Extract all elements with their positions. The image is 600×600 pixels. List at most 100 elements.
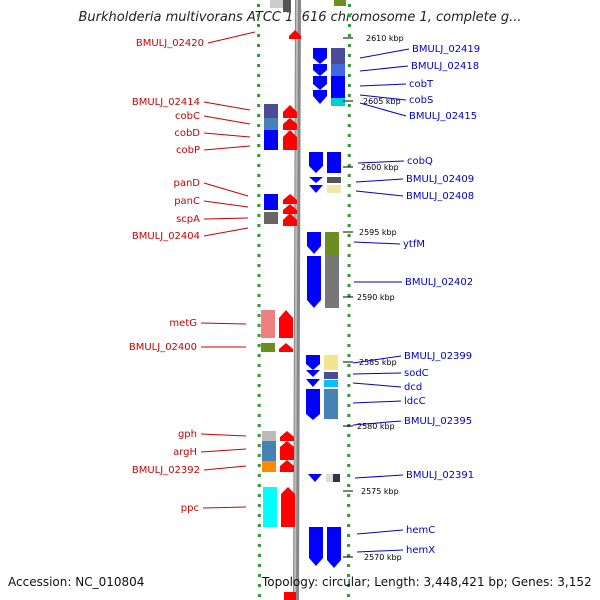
gene-label[interactable]: hemX — [406, 545, 435, 556]
feature-block[interactable] — [325, 256, 339, 308]
topology-stats-text: Topology: circular; Length: 3,448,421 bp… — [262, 575, 592, 589]
feature-block[interactable] — [264, 194, 278, 210]
gene-label[interactable]: BMULJ_02395 — [404, 416, 472, 427]
gene-arrow[interactable] — [306, 370, 320, 377]
feature-block[interactable] — [262, 461, 276, 472]
gene-label[interactable]: panC — [174, 196, 200, 207]
gene-label[interactable]: cobT — [409, 79, 434, 90]
gene-label[interactable]: panD — [173, 178, 200, 189]
gene-label[interactable]: BMULJ_02408 — [406, 191, 474, 202]
gene-label[interactable]: cobC — [175, 111, 200, 122]
feature-block[interactable] — [262, 441, 276, 461]
gene-arrow[interactable] — [313, 90, 327, 104]
gene-arrow[interactable] — [279, 310, 293, 338]
gene-arrow[interactable] — [313, 48, 327, 64]
feature-block[interactable] — [261, 310, 275, 338]
feature-block[interactable] — [325, 232, 339, 256]
feature-block[interactable] — [264, 130, 278, 150]
gene-label[interactable]: BMULJ_02414 — [132, 97, 200, 108]
feature-block[interactable] — [262, 431, 276, 441]
gene-arrow[interactable] — [306, 379, 320, 387]
gene-arrow[interactable] — [283, 118, 297, 130]
gene-arrow[interactable] — [279, 343, 293, 352]
gene-label[interactable]: BMULJ_02415 — [409, 111, 477, 122]
gene-arrow[interactable] — [308, 474, 322, 482]
gene-arrow[interactable] — [280, 441, 294, 460]
gene-label[interactable]: BMULJ_02400 — [129, 342, 197, 353]
feature-block[interactable] — [324, 355, 338, 370]
kbp-label: 2610 kbp — [366, 34, 404, 43]
gene-label[interactable]: sodC — [404, 368, 429, 379]
gene-arrow[interactable] — [307, 256, 321, 308]
gene-arrow[interactable] — [327, 527, 341, 568]
feature-block[interactable] — [264, 212, 278, 224]
gene-label[interactable]: gph — [178, 429, 197, 440]
gene-label[interactable]: cobQ — [407, 156, 433, 167]
gene-arrow[interactable] — [283, 194, 297, 204]
gene-arrow[interactable] — [309, 152, 323, 173]
gene-label[interactable]: argH — [173, 447, 197, 458]
gene-label[interactable]: BMULJ_02399 — [404, 351, 472, 362]
feature-block[interactable] — [327, 177, 341, 183]
feature-block[interactable] — [263, 487, 277, 527]
gene-label[interactable]: ppc — [181, 503, 199, 514]
accession-text: Accession: NC_010804 — [8, 575, 145, 589]
gene-arrow[interactable] — [307, 232, 321, 254]
gene-arrow[interactable] — [281, 487, 295, 527]
gene-label[interactable]: cobS — [409, 95, 433, 106]
top-features — [270, 0, 346, 39]
gene-arrow[interactable] — [280, 460, 294, 472]
feature-block[interactable] — [331, 98, 345, 106]
gene-label[interactable]: dcd — [404, 382, 422, 393]
gene-label[interactable]: ldcC — [404, 396, 426, 407]
kbp-label: 2600 kbp — [361, 163, 399, 172]
gene-arrow[interactable] — [309, 177, 323, 183]
feature-block[interactable] — [327, 185, 341, 193]
feature-block[interactable] — [331, 64, 345, 76]
gene-arrow[interactable] — [283, 130, 297, 150]
gene-label[interactable]: cobP — [176, 145, 200, 156]
tick-line-left — [257, 4, 261, 597]
gene-label[interactable]: metG — [169, 318, 197, 329]
kbp-label: 2605 kbp — [363, 97, 401, 106]
feature-block[interactable] — [327, 152, 341, 173]
kbp-label: 2580 kbp — [357, 422, 395, 431]
gene-label[interactable]: BMULJ_02418 — [411, 61, 479, 72]
gene-arrow[interactable] — [306, 389, 320, 420]
gene-arrow[interactable] — [309, 185, 323, 193]
gene-arrow[interactable] — [280, 431, 294, 441]
gene-arrow[interactable] — [283, 204, 297, 214]
gene-label[interactable]: cobD — [174, 128, 200, 139]
gene-label[interactable]: BMULJ_02409 — [406, 174, 474, 185]
gene-arrow[interactable] — [283, 105, 297, 118]
feature-block[interactable] — [324, 380, 338, 387]
feature-block[interactable] — [331, 76, 345, 98]
gene-label[interactable]: BMULJ_02391 — [406, 470, 474, 481]
feature-block[interactable] — [324, 372, 338, 379]
kbp-label: 2585 kbp — [359, 358, 397, 367]
gene-arrow[interactable] — [283, 213, 297, 226]
gene-arrow[interactable] — [313, 64, 327, 76]
gene-label[interactable]: scpA — [176, 214, 200, 225]
gene-label[interactable]: BMULJ_02402 — [405, 277, 473, 288]
gene-arrow[interactable] — [309, 527, 323, 566]
kbp-label: 2590 kbp — [357, 293, 395, 302]
gene-label[interactable]: BMULJ_02392 — [132, 465, 200, 476]
gene-label[interactable]: ytfM — [403, 239, 425, 250]
feature-block[interactable] — [264, 118, 278, 130]
gene-arrow[interactable] — [306, 355, 320, 370]
right-features — [306, 48, 345, 568]
gene-label[interactable]: BMULJ_02420 — [136, 38, 204, 49]
gene-label[interactable]: BMULJ_02419 — [412, 44, 480, 55]
feature-block[interactable] — [331, 48, 345, 64]
feature-block[interactable] — [264, 104, 278, 118]
gene-label[interactable]: BMULJ_02404 — [132, 231, 200, 242]
left-features — [261, 104, 297, 600]
gene-label[interactable]: hemC — [406, 525, 435, 536]
feature-block[interactable] — [324, 389, 338, 419]
feature-block[interactable] — [261, 343, 275, 352]
gene-arrow[interactable] — [313, 76, 327, 90]
